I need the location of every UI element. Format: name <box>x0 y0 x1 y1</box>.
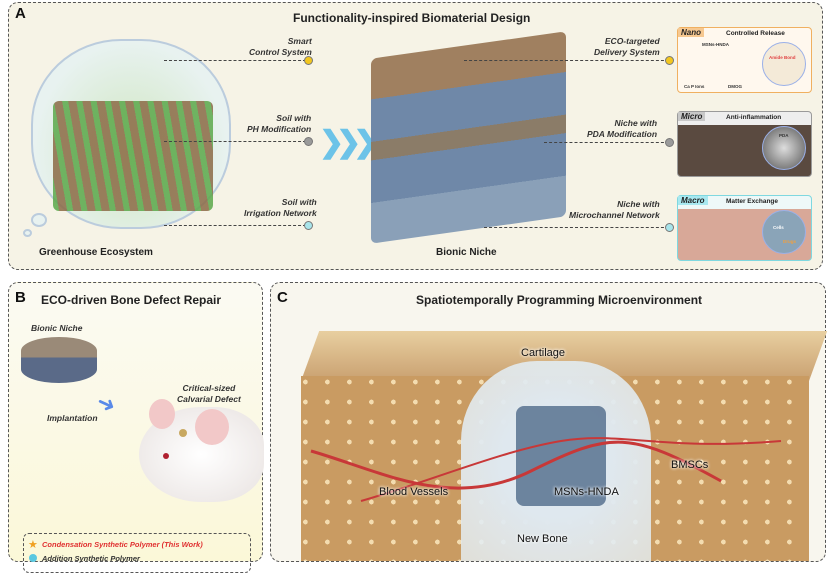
pda-text: PDA <box>779 133 789 138</box>
mouse-illustration <box>139 399 264 502</box>
label-bmscs: BMSCs <box>671 459 709 471</box>
star-icon: ★ <box>28 539 38 551</box>
msns-hnda-text: MSNs-HNDA <box>702 42 729 47</box>
label-implantation: Implantation <box>47 413 98 423</box>
bone-defect-illustration <box>301 331 828 561</box>
connector-line <box>164 141 306 142</box>
legend-box: ★ Condensation Synthetic Polymer (This W… <box>23 533 251 573</box>
panel-letter: C <box>277 289 288 306</box>
panel-letter: B <box>15 289 26 306</box>
panel-a: A Functionality-inspired Biomaterial Des… <box>8 2 823 270</box>
greenhouse-cloud-illustration <box>31 39 231 229</box>
micro-title: Anti-inflammation <box>726 114 782 121</box>
amide-bond-zoom-circle: Amide Bond <box>762 42 806 86</box>
label-msns-hnda: MSNs-HNDA <box>554 486 619 498</box>
thought-bubble <box>23 229 32 237</box>
nano-box: Nano Controlled Release MSNs-HNDA Ca P I… <box>677 27 812 93</box>
dmog-text: DMOG <box>728 84 742 89</box>
panel-c: C Spatiotemporally Programming Microenvi… <box>270 282 828 562</box>
panel-letter: A <box>15 5 26 22</box>
chevron-arrows-icon: ❯❯❯ <box>319 126 378 159</box>
nano-title: Controlled Release <box>726 30 785 37</box>
label-bionic-niche: Bionic Niche <box>31 323 83 333</box>
legend-addition: Addition Synthetic Polymer <box>42 554 140 563</box>
macro-title: Matter Exchange <box>726 198 779 205</box>
panel-title: Spatiotemporally Programming Microenviro… <box>416 293 703 307</box>
thought-bubble <box>31 213 47 227</box>
panel-title: Functionality-inspired Biomaterial Desig… <box>293 11 531 25</box>
dot-gray <box>665 138 674 147</box>
ca-p-ions-text: Ca P Ions <box>684 84 705 89</box>
dot-cyan <box>304 221 313 230</box>
pda-zoom-circle: PDA <box>762 126 806 170</box>
amide-bond-text: Amide Bond <box>769 55 796 60</box>
matter-exchange-zoom-circle: Cells Drugs <box>762 210 806 254</box>
cells-text: Cells <box>773 225 784 230</box>
blood-vessels-lines <box>310 437 782 502</box>
panel-b: B ECO-driven Bone Defect Repair Bionic N… <box>8 282 264 573</box>
dot-gray <box>304 137 313 146</box>
scaffold-disc-illustration <box>21 337 97 383</box>
connector-line <box>544 142 669 143</box>
connector-line <box>464 60 669 61</box>
caption-bionic-niche: Bionic Niche <box>436 247 497 258</box>
macro-tag: Macro <box>678 196 708 205</box>
dot-yellow <box>665 56 674 65</box>
legend-condensation: Condensation Synthetic Polymer (This Wor… <box>42 540 203 549</box>
macro-box: Macro Matter Exchange Cells Drugs <box>677 195 812 261</box>
connector-line <box>164 225 306 226</box>
label-blood-vessels: Blood Vessels <box>379 486 449 498</box>
drugs-text: Drugs <box>783 239 797 244</box>
connector-line <box>164 60 306 61</box>
micro-box: Micro Anti-inflammation PDA <box>677 111 812 177</box>
dot-cyan <box>665 223 674 232</box>
caption-greenhouse: Greenhouse Ecosystem <box>39 247 153 258</box>
micro-tag: Micro <box>678 112 706 121</box>
label-cartilage: Cartilage <box>521 347 566 359</box>
label-new-bone: New Bone <box>517 533 568 545</box>
dot-yellow <box>304 56 313 65</box>
connector-line <box>484 227 669 228</box>
nano-tag: Nano <box>678 28 704 37</box>
bionic-niche-scaffold-illustration <box>371 31 566 244</box>
circle-icon <box>29 554 37 562</box>
panel-title: ECO-driven Bone Defect Repair <box>41 293 222 307</box>
